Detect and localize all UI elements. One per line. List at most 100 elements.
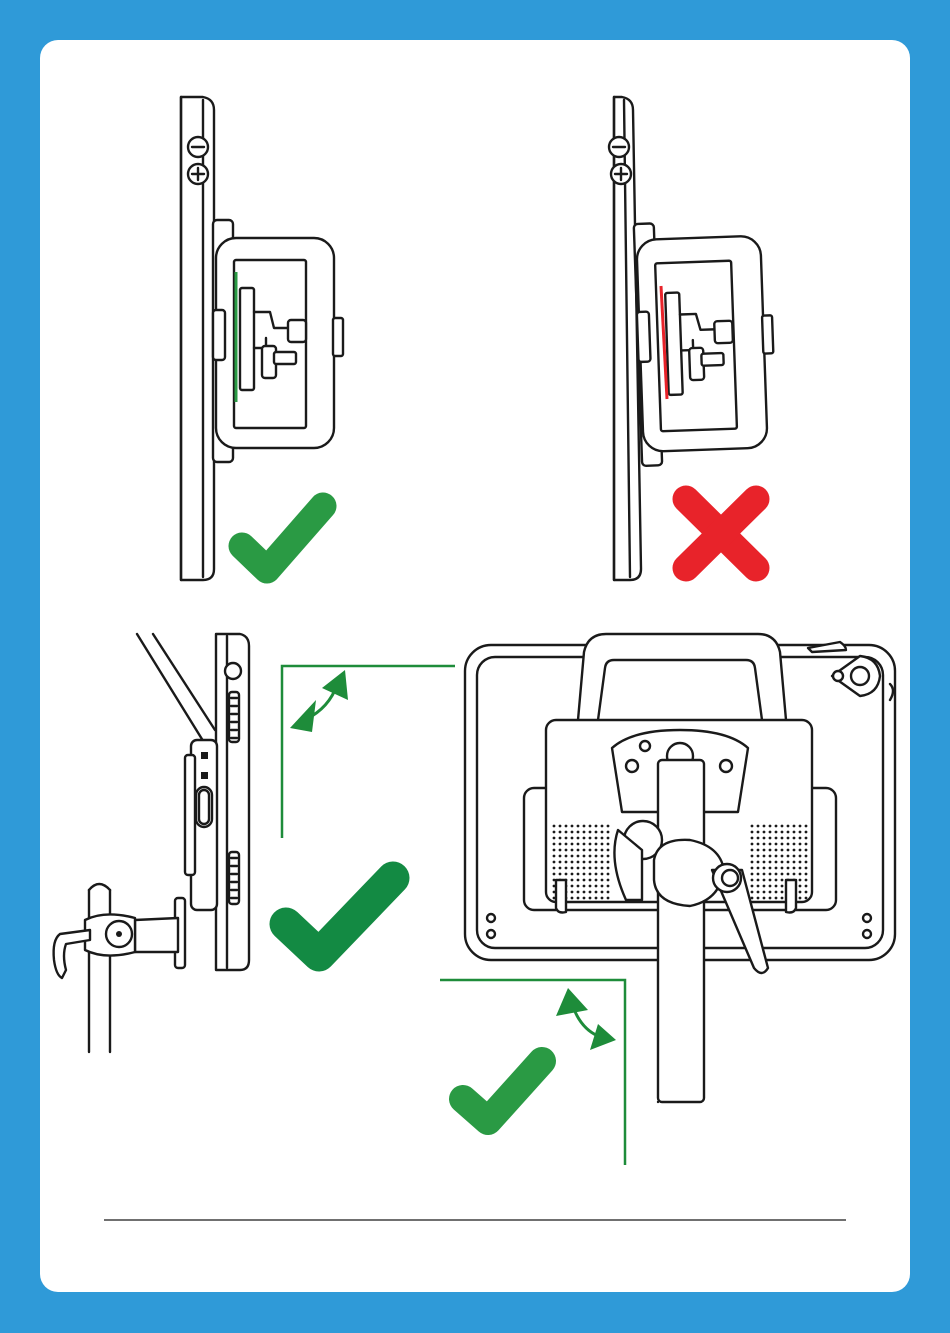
- grille-hole: [571, 837, 574, 840]
- grille-hole: [793, 825, 796, 828]
- grille-hole: [583, 885, 586, 888]
- grille-hole: [565, 843, 568, 846]
- grille-hole: [805, 825, 808, 828]
- grille-hole: [559, 825, 562, 828]
- grille-hole: [763, 837, 766, 840]
- grille-hole: [763, 861, 766, 864]
- grille-hole: [577, 825, 580, 828]
- grille-hole: [553, 825, 556, 828]
- grille-hole: [769, 879, 772, 882]
- grille-hole: [763, 849, 766, 852]
- grille-hole: [589, 861, 592, 864]
- grille-hole: [571, 861, 574, 864]
- grille-hole: [571, 891, 574, 894]
- grille-hole: [805, 861, 808, 864]
- grille-hole: [775, 867, 778, 870]
- grille-hole: [793, 861, 796, 864]
- grille-hole: [805, 849, 808, 852]
- grille-hole: [607, 825, 610, 828]
- grille-hole: [607, 861, 610, 864]
- grille-hole: [595, 855, 598, 858]
- grille-hole: [607, 891, 610, 894]
- grille-hole: [799, 879, 802, 882]
- grille-hole: [751, 825, 754, 828]
- grille-hole: [775, 873, 778, 876]
- grille-hole: [757, 891, 760, 894]
- grille-hole: [601, 897, 604, 900]
- pole-mount-rear-view-panel: [440, 634, 895, 1165]
- grille-hole: [595, 837, 598, 840]
- grille-hole: [589, 873, 592, 876]
- grille-hole: [577, 879, 580, 882]
- grille-hole: [805, 897, 808, 900]
- grille-hole: [571, 879, 574, 882]
- grille-hole: [805, 879, 808, 882]
- grille-hole: [595, 897, 598, 900]
- grille-hole: [805, 837, 808, 840]
- grille-hole: [775, 855, 778, 858]
- rotation-arrow-icon: [290, 670, 348, 732]
- grille-hole: [793, 867, 796, 870]
- grille-hole: [751, 891, 754, 894]
- grille-hole: [589, 867, 592, 870]
- grille-hole: [583, 837, 586, 840]
- grille-hole: [751, 855, 754, 858]
- grille-hole: [763, 891, 766, 894]
- grille-hole: [589, 879, 592, 882]
- grille-hole: [571, 897, 574, 900]
- grille-hole: [799, 891, 802, 894]
- grille-hole: [769, 897, 772, 900]
- grille-hole: [607, 867, 610, 870]
- grille-hole: [595, 885, 598, 888]
- grille-hole: [781, 861, 784, 864]
- grille-hole: [583, 891, 586, 894]
- grille-hole: [595, 831, 598, 834]
- grille-hole: [805, 843, 808, 846]
- pole-mount-side-view-panel: [54, 634, 455, 1052]
- grille-hole: [589, 825, 592, 828]
- grille-hole: [577, 867, 580, 870]
- pole-clamp: [54, 884, 185, 1052]
- grille-hole: [799, 849, 802, 852]
- cross-icon: [686, 499, 756, 568]
- grille-hole: [607, 843, 610, 846]
- mount-bracket: [634, 219, 777, 466]
- grille-hole: [769, 831, 772, 834]
- grille-hole: [577, 861, 580, 864]
- grille-hole: [565, 867, 568, 870]
- grille-hole: [589, 843, 592, 846]
- grille-hole: [793, 843, 796, 846]
- grille-hole: [583, 825, 586, 828]
- grille-hole: [763, 897, 766, 900]
- grille-hole: [565, 849, 568, 852]
- grille-hole: [553, 861, 556, 864]
- grille-hole: [751, 867, 754, 870]
- grille-hole: [799, 831, 802, 834]
- grille-hole: [757, 897, 760, 900]
- grille-hole: [769, 825, 772, 828]
- grille-hole: [589, 831, 592, 834]
- grille-hole: [769, 873, 772, 876]
- grille-hole: [805, 891, 808, 894]
- grille-hole: [763, 855, 766, 858]
- grille-hole: [589, 849, 592, 852]
- grille-hole: [769, 891, 772, 894]
- grille-hole: [565, 873, 568, 876]
- grille-hole: [595, 873, 598, 876]
- grille-hole: [577, 855, 580, 858]
- grille-hole: [781, 837, 784, 840]
- grille-hole: [805, 873, 808, 876]
- grille-hole: [751, 897, 754, 900]
- grille-hole: [781, 855, 784, 858]
- grille-hole: [601, 831, 604, 834]
- grille-hole: [565, 831, 568, 834]
- grille-hole: [571, 825, 574, 828]
- grille-hole: [805, 831, 808, 834]
- grille-hole: [769, 867, 772, 870]
- grille-hole: [757, 849, 760, 852]
- grille-hole: [589, 837, 592, 840]
- grille-hole: [583, 873, 586, 876]
- handle-strap: [137, 634, 215, 744]
- grille-hole: [799, 837, 802, 840]
- checkmark-icon: [242, 506, 323, 570]
